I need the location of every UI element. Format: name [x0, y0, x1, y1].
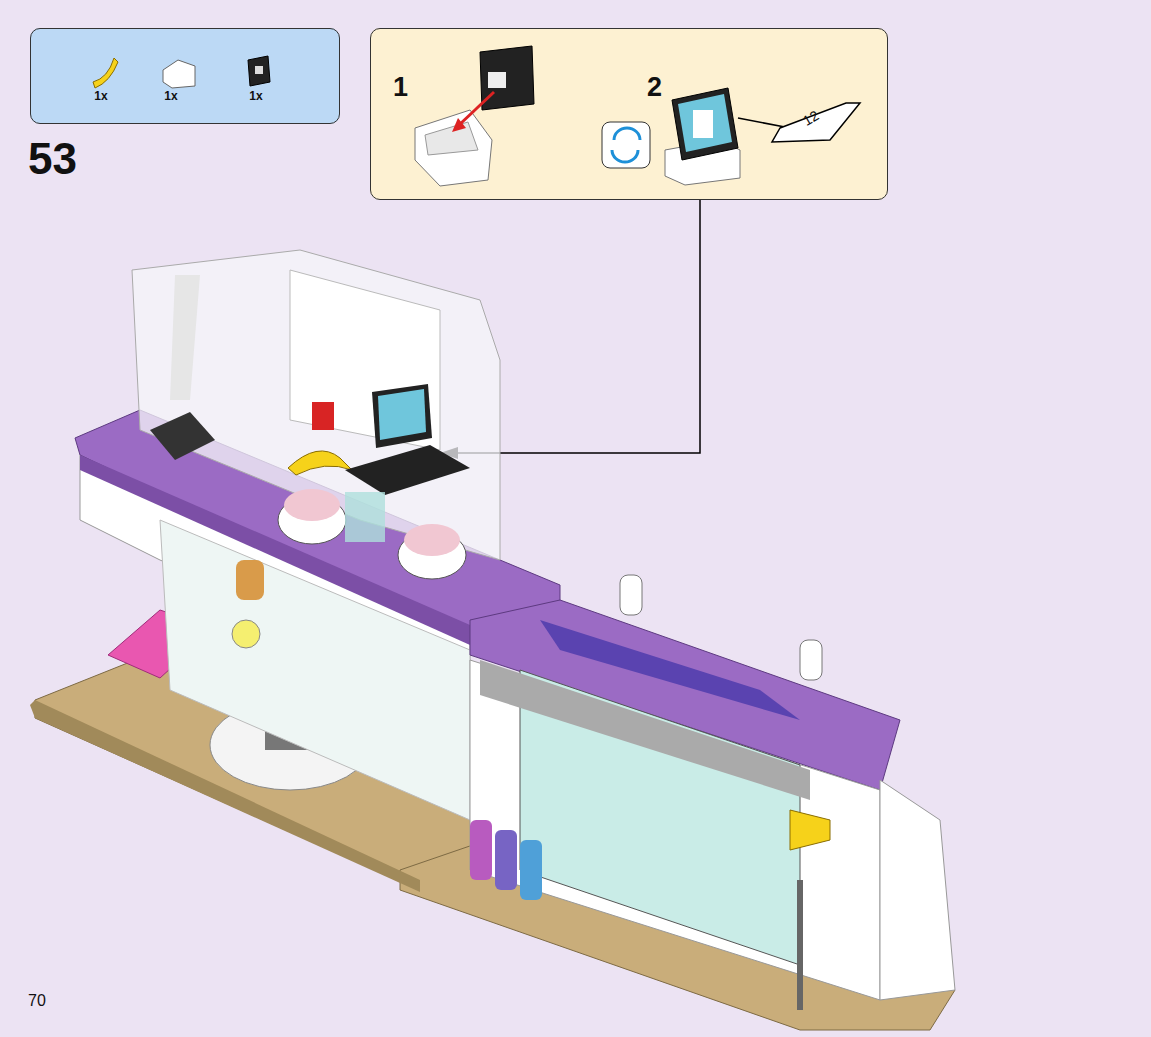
banana-part [93, 58, 118, 88]
screen-sticker [378, 389, 426, 440]
wall [470, 660, 880, 1000]
chair [150, 412, 215, 460]
slope-face [425, 122, 478, 155]
placement-arrow [458, 92, 494, 126]
screen-sticker [678, 94, 732, 152]
slope-part [163, 60, 195, 88]
drum-head [404, 524, 460, 556]
tap [797, 880, 803, 1010]
substep-number: 2 [647, 72, 662, 103]
page-number: 70 [28, 992, 46, 1010]
spotlight [620, 575, 642, 615]
lamp [232, 620, 260, 648]
part-count: 1x [249, 89, 262, 103]
drum-head [284, 489, 340, 521]
tile-part [248, 56, 270, 86]
step-number: 53 [28, 134, 77, 184]
bottle [495, 830, 517, 890]
pillar [880, 780, 955, 1000]
trophy [236, 560, 264, 600]
slope-part [415, 110, 492, 186]
grille [480, 660, 810, 800]
parts-panel: 1x 1x 1x [30, 28, 340, 124]
banana [288, 451, 352, 475]
tile-print [255, 66, 263, 74]
lamp-stand [170, 275, 200, 400]
part-count: 1x [164, 89, 177, 103]
part-count: 1x [94, 89, 107, 103]
rotate-icon [602, 122, 650, 168]
cup [312, 402, 334, 430]
desk [345, 445, 470, 495]
bottle [520, 840, 542, 900]
sticker-sheet [772, 103, 860, 142]
parts-panel-fill [30, 28, 340, 124]
glass-box [345, 492, 385, 542]
screen-tile [672, 88, 738, 160]
screen-graphic [693, 110, 713, 138]
arrow-head [452, 118, 466, 132]
spotlight [800, 640, 822, 680]
substep-panel-fill [370, 28, 888, 200]
glass-wall [132, 250, 500, 560]
rotate-arrows [612, 128, 640, 162]
tile-part [480, 46, 534, 110]
substep-number: 1 [393, 72, 408, 103]
window-frame [290, 270, 440, 450]
yellow-pin [790, 810, 830, 850]
tile-print [488, 72, 506, 88]
bottle [470, 820, 492, 880]
screen-tile [372, 384, 432, 448]
